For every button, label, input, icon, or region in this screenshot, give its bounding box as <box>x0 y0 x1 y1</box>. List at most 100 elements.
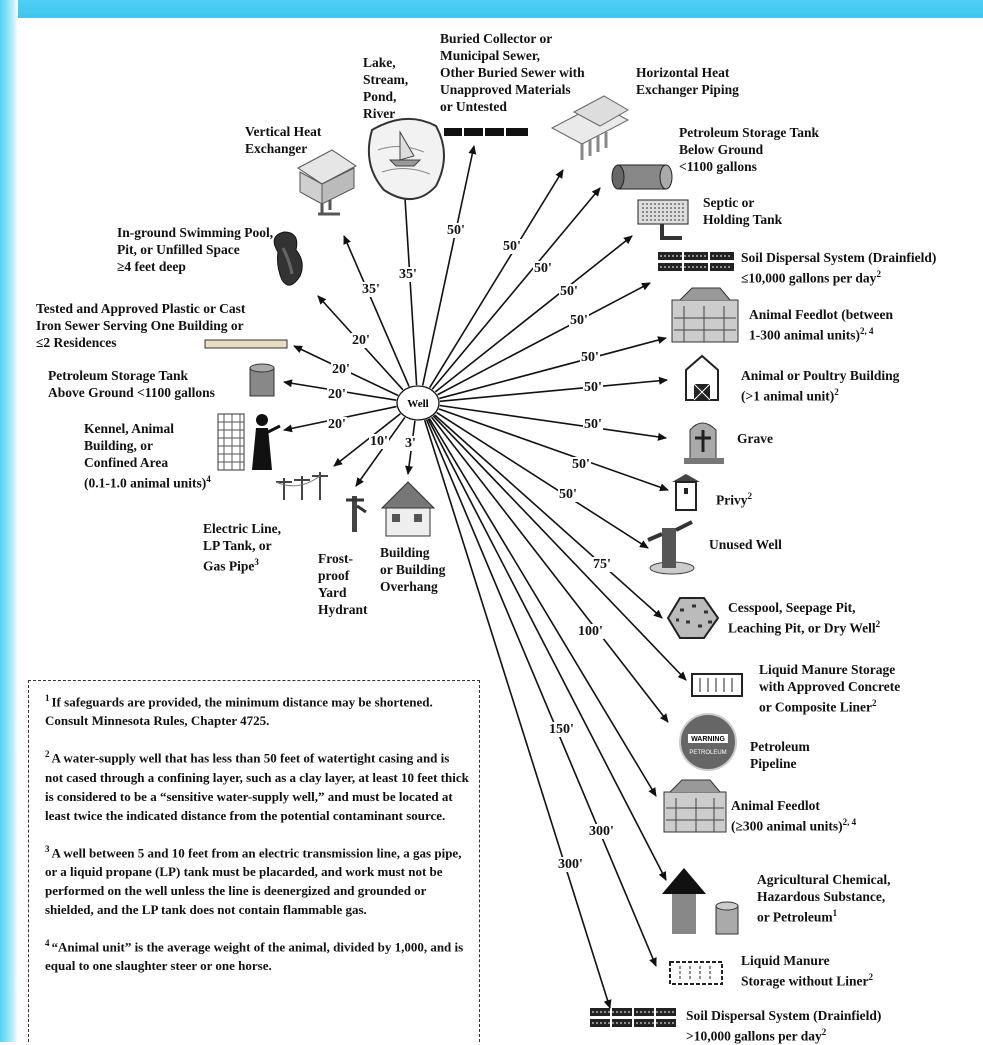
dist-soil-small: 50' <box>569 313 589 328</box>
cylinder-tank-icon <box>611 164 673 190</box>
svg-text:PETROLEUM: PETROLEUM <box>689 750 726 756</box>
warning-sign-icon: WARNING PETROLEUM <box>679 713 737 771</box>
house-icon <box>380 481 436 537</box>
dist-soil-large: 300' <box>557 857 584 872</box>
arrow-petroleum-pipeline <box>430 416 669 723</box>
septic-tank-icon <box>637 199 689 240</box>
label-lake: Lake,Stream,Pond,River <box>363 55 409 121</box>
house-heat-exchanger-icon <box>297 149 357 216</box>
arrow-feedlot-small <box>439 336 667 400</box>
dist-liquid-manure: 100' <box>577 624 604 639</box>
dist-kennel: 20' <box>327 417 347 432</box>
dist-horizontal-heat: 50' <box>502 239 522 254</box>
label-cesspool: Cesspool, Seepage Pit,Leaching Pit, or D… <box>728 600 881 636</box>
arrow-soil-small <box>437 282 651 396</box>
label-pool: In-ground Swimming Pool,Pit, or Unfilled… <box>117 225 274 274</box>
hydrant-icon <box>346 496 367 532</box>
power-pole-icon <box>275 472 328 500</box>
kennel-icon <box>217 413 281 471</box>
arrow-petro-below <box>431 187 601 390</box>
pool-icon <box>273 231 303 286</box>
arrow-barrel-icon <box>662 868 739 935</box>
label-animal-building: Animal or Poultry Building(>1 animal uni… <box>741 368 900 404</box>
label-ag-chemical: Agricultural Chemical,Hazardous Substanc… <box>757 872 891 925</box>
arrow-horizontal-heat <box>428 169 564 389</box>
label-soil-large: Soil Dispersal System (Drainfield)>10,00… <box>686 1008 882 1044</box>
arrow-vertical-heat <box>343 235 410 387</box>
drainfield-icon <box>658 252 734 271</box>
arrow-feedlot-large <box>428 417 657 797</box>
arrow-privy <box>438 408 669 492</box>
arrow-animal-building <box>439 376 668 403</box>
label-unused-well: Unused Well <box>709 537 782 552</box>
house-piping-icon <box>550 95 630 160</box>
arrow-electric <box>333 413 401 467</box>
dist-pool: 20' <box>351 333 371 348</box>
pipe-icon <box>204 339 288 349</box>
label-grave: Grave <box>737 431 773 446</box>
barrel-icon <box>249 363 275 397</box>
outhouse-icon <box>672 474 700 511</box>
lake-boat-icon <box>367 117 445 200</box>
unlined-pit-icon <box>669 961 723 985</box>
label-privy: Privy2 <box>716 491 752 508</box>
arrow-liquid-manure-unlined <box>425 419 657 967</box>
hexagon-gravel-icon <box>666 597 720 639</box>
dashed-pipe-icon <box>444 128 528 136</box>
hand-pump-icon <box>647 520 695 575</box>
arrow-lake <box>400 181 418 386</box>
label-feedlot-large: Animal Feedlot(≥300 animal units)2, 4 <box>731 798 857 834</box>
dist-sewer-buried: 50' <box>446 223 466 238</box>
dist-petro-above: 20' <box>327 387 347 402</box>
arrow-cesspool <box>433 414 663 619</box>
arrow-unused-well <box>436 411 649 549</box>
dist-vertical-heat: 35' <box>361 282 381 297</box>
dist-feedlot-small: 50' <box>580 350 600 365</box>
lined-pit-icon <box>691 673 743 697</box>
dist-building: 3' <box>404 436 417 451</box>
drainfield-icon <box>590 1008 676 1027</box>
dist-ag-chemical: 300' <box>588 824 615 839</box>
arrow-septic <box>434 235 633 393</box>
dist-unused-well: 50' <box>558 487 578 502</box>
dist-hydrant: 10' <box>369 434 389 449</box>
dist-feedlot-large: 150' <box>548 722 575 737</box>
dist-petro-below: 50' <box>533 261 553 276</box>
dist-lake: 35' <box>398 267 418 282</box>
label-soil-small: Soil Dispersal System (Drainfield)≤10,00… <box>741 250 937 286</box>
well-center: Well <box>396 385 440 421</box>
gravestone-icon <box>684 422 724 464</box>
arrow-sewer-buried <box>421 145 477 386</box>
arrow-soil-large <box>423 419 612 1009</box>
barn-icon <box>685 354 719 401</box>
arrow-hydrant <box>355 416 406 487</box>
arrow-grave <box>439 404 667 441</box>
dist-privy: 50' <box>571 457 591 472</box>
well-label: Well <box>407 398 428 410</box>
feedlot-icon <box>663 779 727 833</box>
dist-cesspool: 75' <box>592 557 612 572</box>
dist-sewer-tested: 20' <box>331 362 351 377</box>
dist-septic: 50' <box>559 284 579 299</box>
arrow-liquid-manure-lined <box>432 415 687 681</box>
svg-text:WARNING: WARNING <box>691 736 725 743</box>
dist-grave: 50' <box>583 417 603 432</box>
